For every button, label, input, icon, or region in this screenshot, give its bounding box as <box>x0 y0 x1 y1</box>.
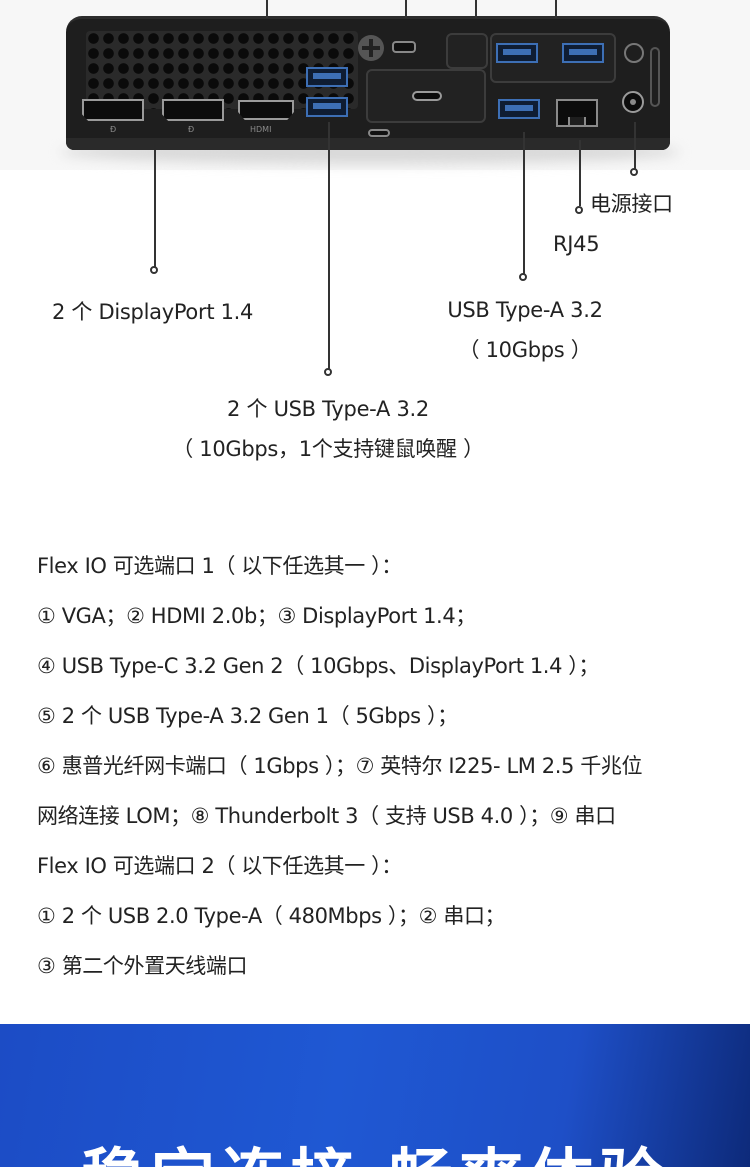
mini-pc-rear-panel: Ð Ð HDMI <box>66 16 670 150</box>
callout-line-top-3 <box>475 0 477 18</box>
callout-dot-power <box>630 168 638 176</box>
spec-line-7: Flex IO 可选端口 2（ 以下任选其一 ）： <box>37 854 402 878</box>
callout-displayport-label: 2 个 DisplayPort 1.4 <box>52 300 254 324</box>
thumb-screw <box>358 35 384 61</box>
power-port <box>622 91 644 113</box>
callout-rj45-label: RJ45 <box>553 232 600 256</box>
callout-dot-displayport <box>150 266 158 274</box>
flex-io-panel-2 <box>446 33 488 69</box>
displayport-2 <box>162 99 224 121</box>
rj45-port <box>556 99 598 127</box>
callout-line-displayport <box>154 150 156 268</box>
hdmi-mark: HDMI <box>250 125 272 134</box>
dp2-mark: Ð <box>188 125 195 134</box>
spec-line-5: ⑥ 惠普光纤网卡端口（ 1Gbps ）；⑦ 英特尔 I225- LM 2.5 千… <box>37 754 643 778</box>
callout-usb-a-double-line2: （ 10Gbps，1个支持键鼠唤醒 ） <box>172 437 484 461</box>
spec-line-1: Flex IO 可选端口 1（ 以下任选其一 ）： <box>37 554 402 578</box>
chassis-bevel <box>66 138 670 150</box>
usb-c-port <box>412 91 442 101</box>
spec-line-8: ① 2 个 USB 2.0 Type-A（ 480Mbps ）；② 串口； <box>37 904 506 928</box>
callout-usb-a-double-line1: 2 个 USB Type-A 3.2 <box>227 397 429 421</box>
security-lock-slot <box>392 41 416 53</box>
chassis-handle <box>650 47 660 107</box>
callout-dot-usb-a-single <box>519 273 527 281</box>
lock-slot-lower <box>368 129 390 137</box>
spec-line-6: 网络连接 LOM；⑧ Thunderbolt 3（ 支持 USB 4.0 ）；⑨… <box>37 804 616 828</box>
usb-a-port-top-left <box>496 43 538 63</box>
promo-banner: 稳定连接 畅爽体验 <box>0 1024 750 1167</box>
spec-line-3: ④ USB Type-C 3.2 Gen 2（ 10Gbps、DisplayPo… <box>37 654 600 678</box>
usb-a-port-lower <box>306 97 348 117</box>
product-photo: Ð Ð HDMI <box>0 0 750 170</box>
dp1-mark: Ð <box>110 125 117 134</box>
spec-line-4: ⑤ 2 个 USB Type-A 3.2 Gen 1（ 5Gbps ）； <box>37 704 458 728</box>
usb-a-port-single <box>498 99 540 119</box>
callout-power-label: 电源接口 <box>590 192 673 216</box>
callout-line-top-2 <box>405 0 407 18</box>
usb-a-port-upper <box>306 67 348 87</box>
callout-usb-a-single-line1: USB Type-A 3.2 <box>447 298 603 322</box>
callout-line-usb-a-single <box>523 132 525 276</box>
spec-line-9: ③ 第二个外置天线端口 <box>37 954 248 978</box>
power-button-icon <box>624 43 644 63</box>
callout-line-top-4 <box>555 0 557 18</box>
hdmi-port <box>238 100 294 120</box>
flex-io-spec-list: Flex IO 可选端口 1（ 以下任选其一 ）： ① VGA；② HDMI 2… <box>37 548 727 998</box>
callout-usb-a-single-line2: （ 10Gbps ） <box>458 338 592 362</box>
usb-a-port-top-right <box>562 43 604 63</box>
banner-title: 稳定连接 畅爽体验 <box>81 1128 669 1167</box>
spec-line-2: ① VGA；② HDMI 2.0b；③ DisplayPort 1.4； <box>37 604 476 628</box>
callout-line-rj45 <box>579 140 581 206</box>
callout-dot-power-label <box>575 206 583 214</box>
callout-dot-usb-a-double <box>324 368 332 376</box>
callout-line-usb-a-double <box>328 122 330 370</box>
callout-line-power <box>634 122 636 172</box>
displayport-1 <box>82 99 144 121</box>
callout-line-top-1 <box>266 0 268 18</box>
